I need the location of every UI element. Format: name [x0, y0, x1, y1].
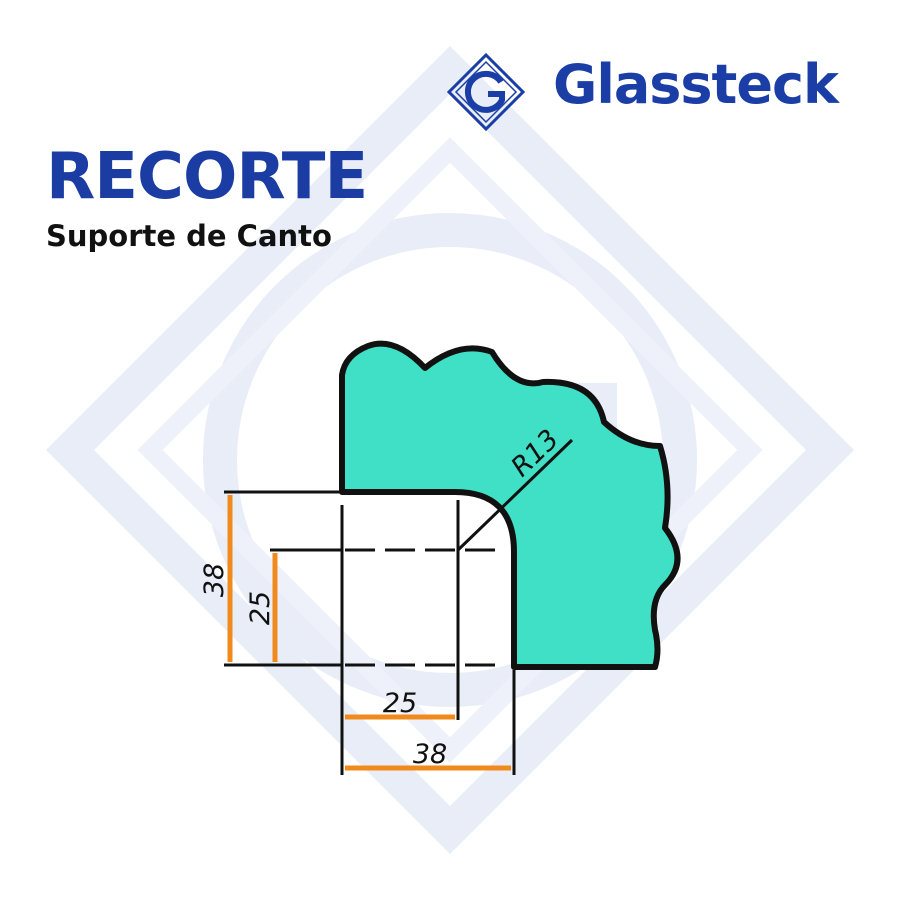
brand-name: Glassteck — [553, 53, 839, 116]
watermark-circle — [203, 213, 697, 707]
construction-lines — [224, 438, 574, 775]
horizontal-outer-label: 38 — [413, 739, 447, 770]
watermark-diamond-inner — [137, 137, 763, 763]
vertical-inner-label: 25 — [245, 591, 276, 625]
dimension-lines — [227, 495, 511, 771]
page-subtitle: Suporte de Canto — [46, 219, 332, 253]
glassteck-g-logo-icon — [446, 52, 526, 132]
page-title: RECORTE — [46, 140, 368, 214]
horizontal-inner-label: 25 — [383, 688, 417, 719]
vertical-outer-label: 38 — [199, 563, 230, 597]
watermark-diamond-outer — [45, 45, 855, 855]
glass-piece — [339, 340, 681, 670]
